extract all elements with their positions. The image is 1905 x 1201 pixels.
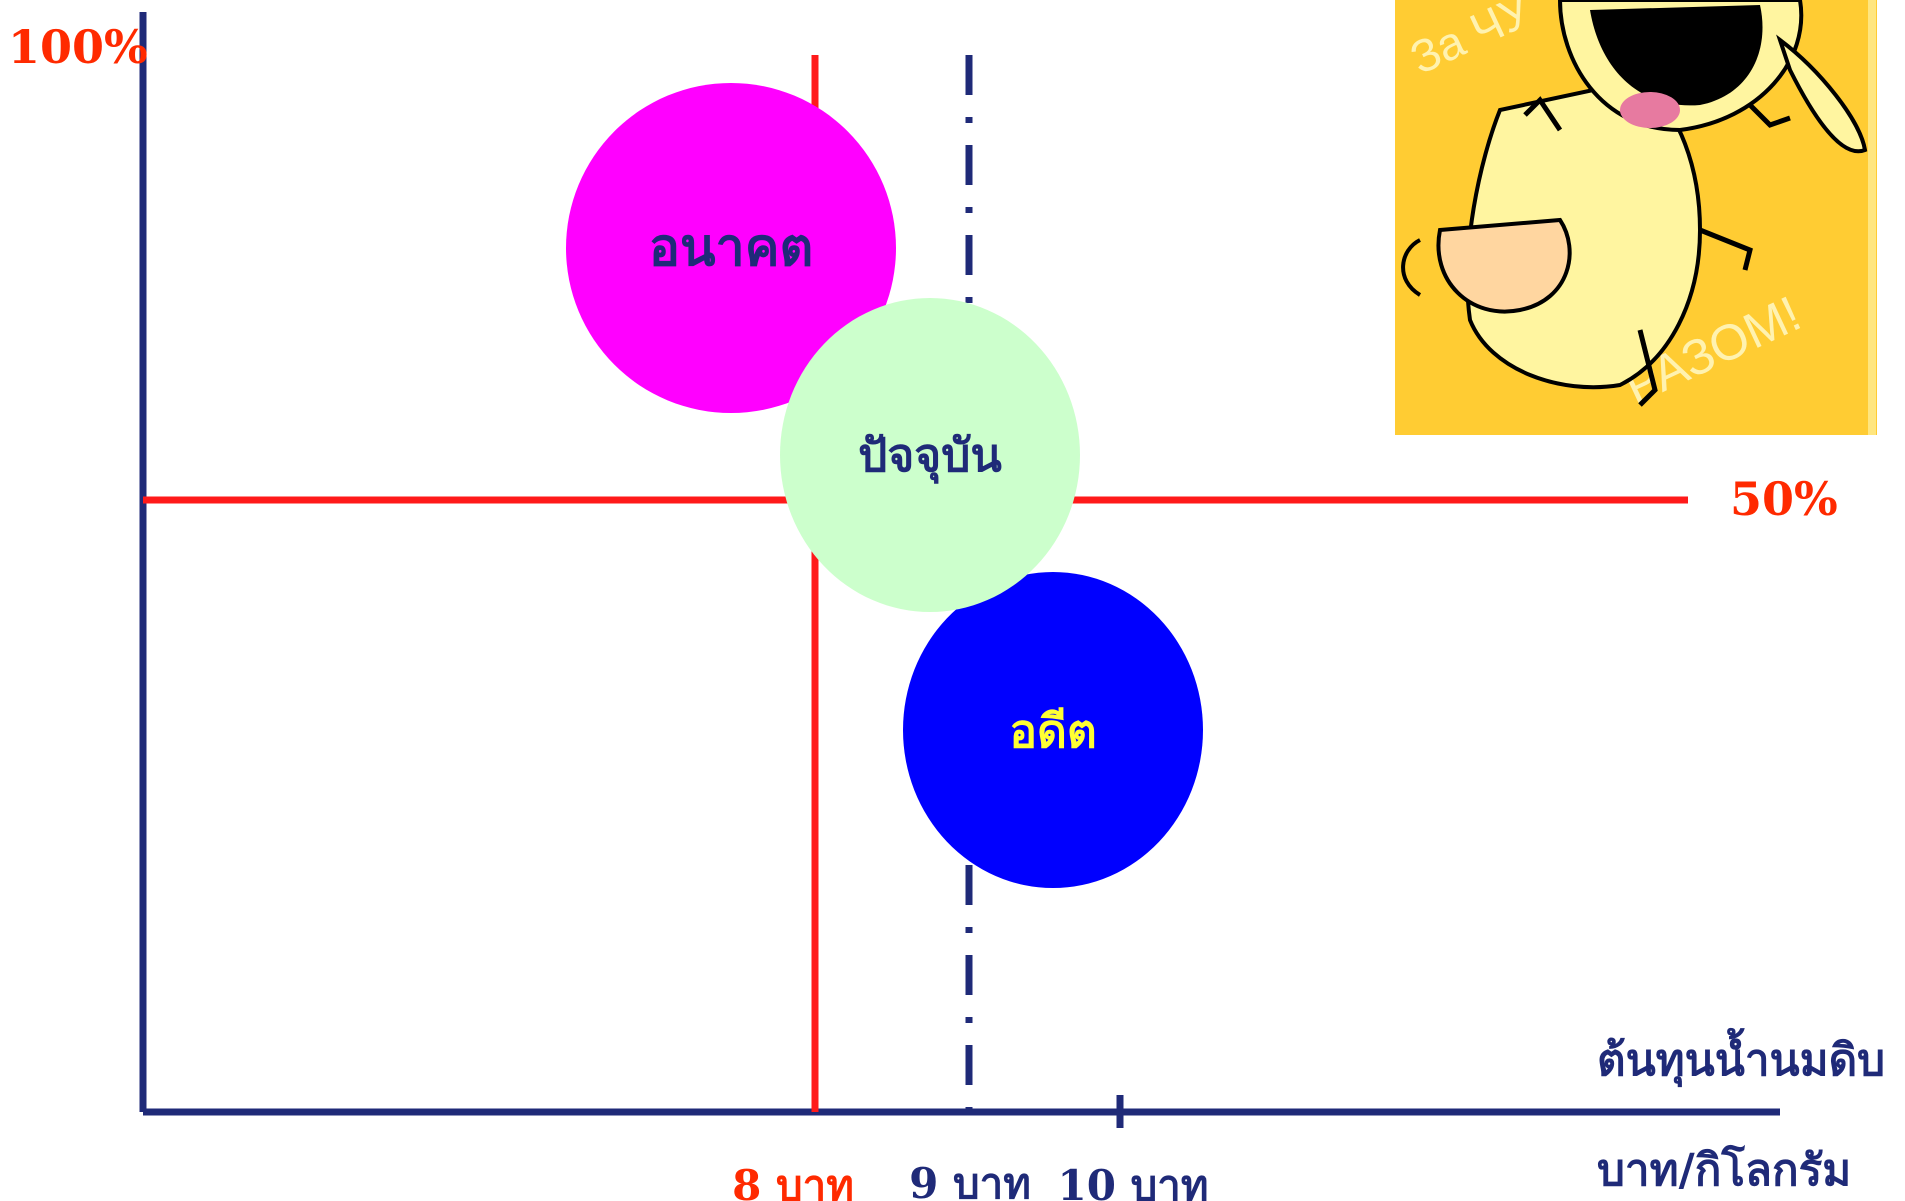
cartoon-cow-icon: За ЧУ РАЗОМ! bbox=[1395, 0, 1877, 435]
y-axis-top-label: 100% bbox=[8, 20, 148, 74]
x-tick-label-9: 9 บาท bbox=[909, 1159, 1031, 1201]
y-axis-mid-label: 50% bbox=[1730, 472, 1838, 526]
x-tick-label-10: 10 บาท bbox=[1058, 1161, 1209, 1201]
bubble-future-shape bbox=[566, 83, 896, 413]
bubble-present-label: ปัจจุบัน bbox=[858, 428, 1002, 484]
x-axis-unit: บาท/กิโลกรัม bbox=[1597, 1143, 1851, 1196]
x-axis-title: ต้นทุนน้ำนมดิบ bbox=[1597, 1027, 1885, 1088]
bubble-future-label: อนาคต bbox=[649, 217, 814, 278]
bubble-future: อนาคต bbox=[566, 83, 896, 413]
bubble-past-label: อดีต bbox=[1009, 704, 1096, 758]
x-tick-label-8: 8 บาท bbox=[732, 1161, 854, 1201]
bubble-present-shape bbox=[780, 298, 1080, 612]
bubble-present: ปัจจุบัน bbox=[780, 298, 1080, 612]
bubble-past: อดีต bbox=[903, 572, 1203, 888]
bubble-past-shape bbox=[903, 572, 1203, 888]
